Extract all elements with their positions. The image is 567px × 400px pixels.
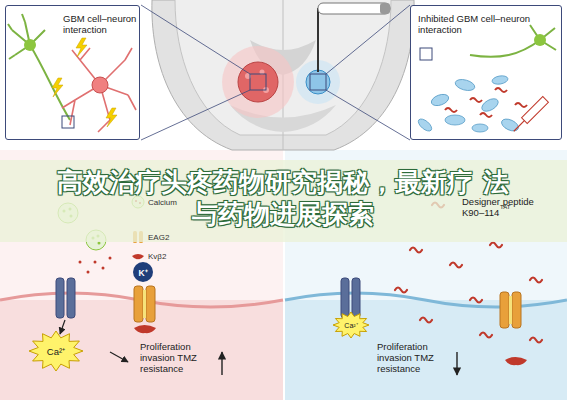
legend-text: EAG2 xyxy=(148,233,169,242)
calcium-burst: Ca²⁺ xyxy=(28,330,84,372)
gbm-cell xyxy=(62,48,136,132)
kvb2-icon xyxy=(132,254,144,259)
node-text: Inhibited GBM cell–neuron interaction xyxy=(418,13,530,35)
text-label: K90–114 xyxy=(462,207,499,218)
text-label: Designer peptide xyxy=(462,196,562,207)
zoom-square xyxy=(250,74,266,90)
text-label: Proliferation invasion TMZ resistance xyxy=(377,341,449,374)
legend-entry: Kvβ2 xyxy=(148,252,166,261)
brain-section xyxy=(152,0,414,150)
neuron xyxy=(8,14,70,120)
decrease-arrow xyxy=(456,352,457,375)
node-text: Ca²⁺ xyxy=(47,345,65,358)
neuron xyxy=(470,25,556,57)
increase-arrow xyxy=(221,352,222,375)
peptide xyxy=(445,88,527,117)
lightning xyxy=(52,38,117,127)
text-label: Proliferation invasion TMZ resistance xyxy=(140,341,212,374)
zoom-square xyxy=(310,74,326,90)
ion-circle: K⁺ xyxy=(133,262,153,282)
legend-text: Calcium xyxy=(148,198,177,207)
burst-shape xyxy=(29,331,83,371)
cell-membrane xyxy=(285,293,567,307)
node-text: Ca²⁺ xyxy=(344,321,357,330)
syringe xyxy=(511,97,548,134)
legend-entry: Calcium xyxy=(148,198,177,207)
node-text: GBM cell–neuron interaction xyxy=(63,13,139,35)
calcium-dots xyxy=(79,257,112,274)
banner-title: 高效治疗头疼药物研究揭秘，最新疗 法与药物进展探索 xyxy=(53,166,513,230)
legend-entry: EAG2 xyxy=(148,233,169,242)
tumor xyxy=(238,62,278,102)
inset-box: Inhibited GBM cell–neuron interaction xyxy=(410,5,562,140)
legend-text: Kvβ2 xyxy=(148,252,166,261)
right-lower xyxy=(285,300,567,400)
calcium-burst: Ca²⁺ xyxy=(332,311,370,339)
kvb2 xyxy=(505,357,527,365)
text-label: TAT xyxy=(500,204,510,211)
inset-box: GBM cell–neuron interaction xyxy=(5,5,140,140)
eag2-channel xyxy=(134,286,155,322)
syringe xyxy=(318,3,390,14)
eag2-channel xyxy=(500,292,521,328)
tumor-halo xyxy=(222,46,294,118)
gbm-cells xyxy=(416,75,520,134)
burst-shape xyxy=(333,312,369,338)
kvb2 xyxy=(134,325,156,333)
ion-channel xyxy=(56,278,75,318)
banner xyxy=(0,160,567,242)
node-text: K⁺ xyxy=(138,267,147,278)
injection-needle xyxy=(317,8,319,72)
